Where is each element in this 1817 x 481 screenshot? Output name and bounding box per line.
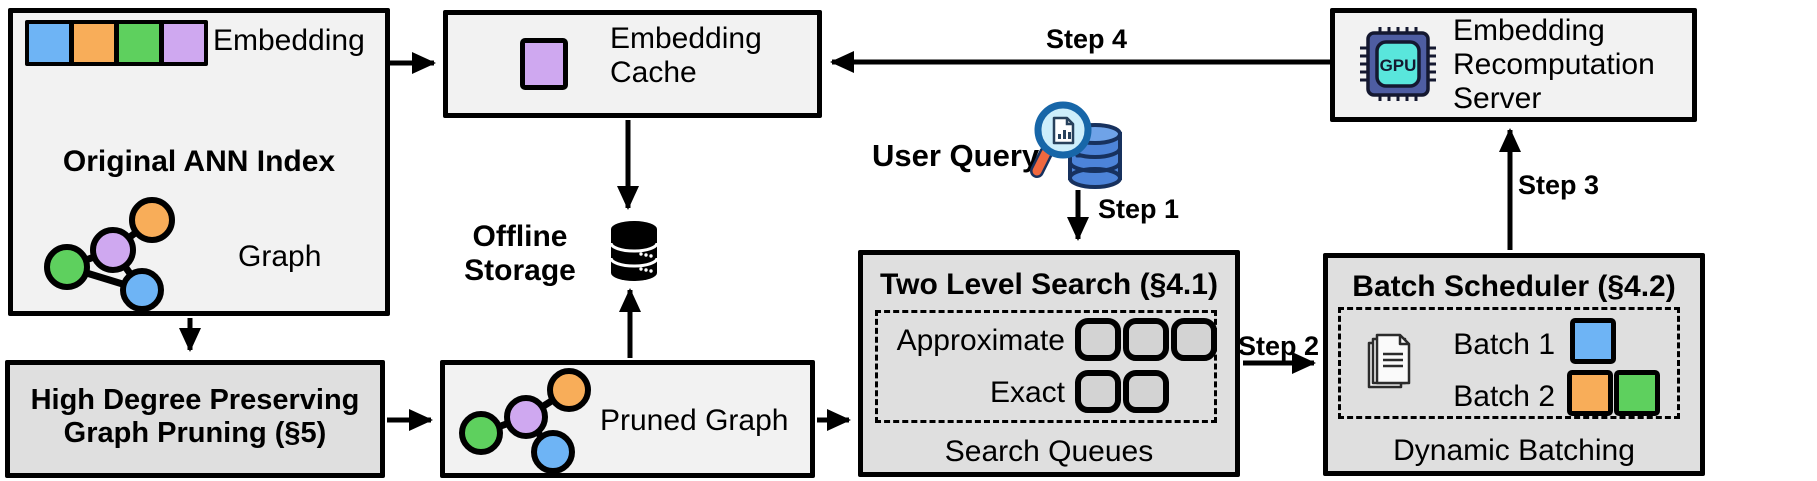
step1-label: Step 1 [1098,194,1180,224]
graph-pruning-box: High Degree Preserving Graph Pruning (§5… [5,360,385,478]
embedding-cell-blue [29,24,69,62]
cached-embedding-square [520,38,568,90]
search-queues-dashed-panel [875,310,1217,423]
graph-node-purple [90,227,136,273]
user-query-label: User Query [872,138,1040,173]
step4-label: Step 4 [1046,24,1128,54]
batch2-square-orange [1567,370,1613,416]
ann-graph-icon [44,197,175,312]
exact-queue-slots [1075,370,1169,413]
graph-node-orange [129,197,175,243]
recomputation-server-box: GPU Embedding Recomputation Server [1330,8,1697,122]
embedding-cache-label: Embedding Cache [610,22,762,89]
offline-storage-database-icon [609,221,659,281]
approximate-queue-label: Approximate [896,324,1065,357]
original-ann-index-box: Embedding Original ANN Index Graph [8,8,390,316]
graph-node-orange [547,368,591,412]
embedding-cell-purple [164,24,204,62]
recomputation-server-label: Embedding Recomputation Server [1453,14,1655,115]
graph-node-blue [120,268,164,312]
batch2-square-green [1614,370,1660,416]
gpu-chip-label: GPU [1380,56,1417,75]
embedding-cell-green [119,24,159,62]
batch-scheduler-box: Batch Scheduler (§4.2) Batch 1 Batch 2 D… [1323,253,1705,476]
user-query-search-icon [1030,101,1122,189]
queue-slot [1075,370,1121,413]
queue-slot [1123,318,1169,361]
batch2-label: Batch 2 [1453,380,1555,413]
pruned-graph-icon [459,368,591,474]
approximate-queue-slots [1075,318,1217,361]
graph-pruning-title: High Degree Preserving Graph Pruning (§5… [30,384,360,449]
graph-label: Graph [238,240,322,273]
documents-icon [1367,333,1411,389]
graph-node-green [459,411,503,455]
queue-slot [1123,370,1169,413]
gpu-chip-icon: GPU [1360,27,1436,101]
pruned-graph-box: Pruned Graph [440,360,815,478]
queue-slot [1171,318,1217,361]
dynamic-batching-dashed-panel [1338,307,1680,419]
offline-storage-label: Offline Storage [464,220,576,287]
embedding-vector-strip [25,20,208,66]
dynamic-batching-label: Dynamic Batching [1393,434,1635,467]
two-level-search-box: Two Level Search (§4.1) Approximate Exac… [858,250,1240,477]
search-queues-label: Search Queues [944,435,1154,468]
step3-label: Step 3 [1518,170,1600,200]
graph-node-blue [531,430,575,474]
batch1-label: Batch 1 [1453,328,1555,361]
embedding-cache-box: Embedding Cache [443,10,822,118]
graph-node-purple [504,395,548,439]
exact-queue-label: Exact [989,376,1065,409]
ann-index-title: Original ANN Index [62,145,336,178]
batch-scheduler-title: Batch Scheduler (§4.2) [1352,270,1676,303]
embedding-cell-orange [74,24,114,62]
two-level-search-title: Two Level Search (§4.1) [880,268,1218,301]
embedding-label: Embedding [213,24,365,57]
queue-slot [1075,318,1121,361]
step2-label: Step 2 [1238,331,1320,361]
batch1-square-blue [1570,318,1616,364]
pruned-graph-label: Pruned Graph [600,404,789,437]
graph-node-green [44,244,90,290]
